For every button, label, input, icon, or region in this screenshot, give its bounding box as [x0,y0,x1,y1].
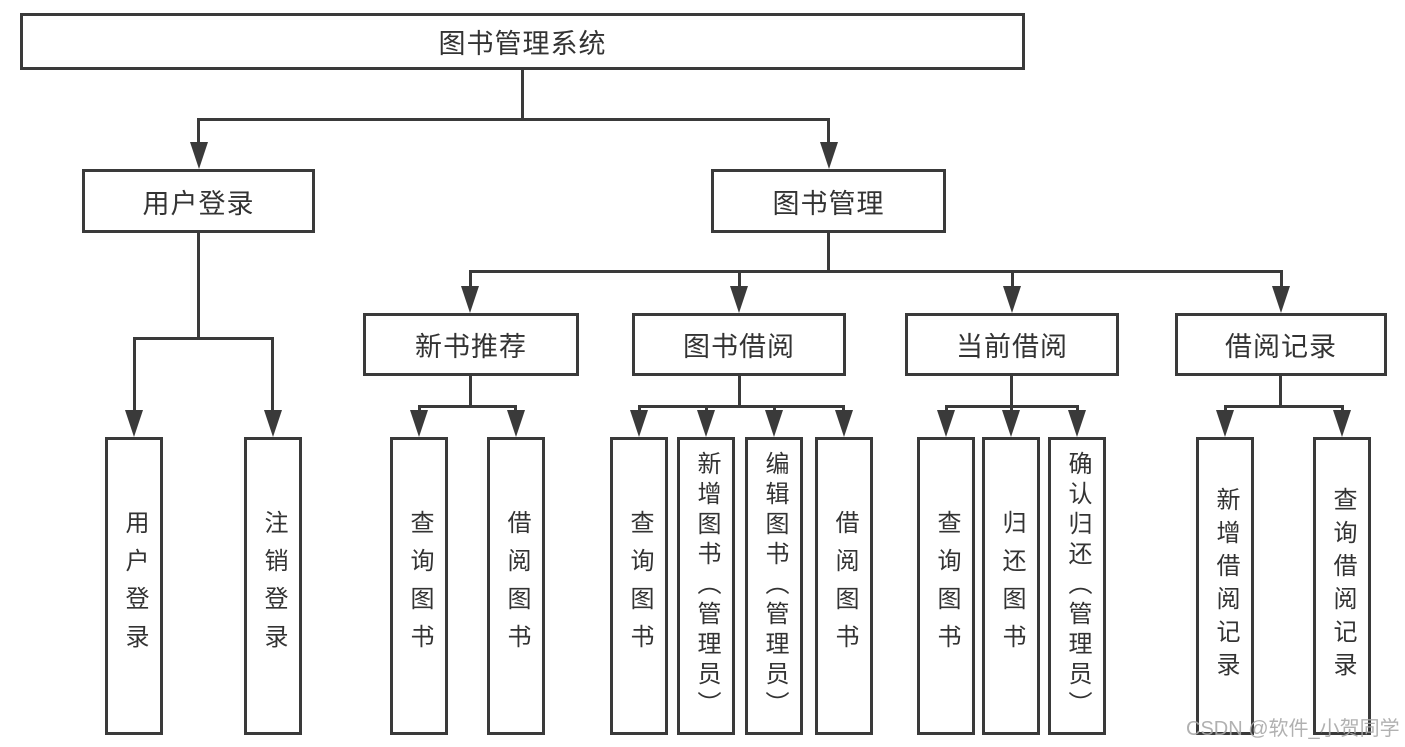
arrowhead-g4-leaf2 [1333,410,1351,437]
leaf-confirm-return-admin-label: 确认归还（管理员） [1064,451,1091,721]
leaf-edit-books-admin-label: 编辑图书（管理员） [761,451,788,721]
connector-drop-current [1011,270,1014,288]
arrowhead-leaf-logout [264,410,282,437]
connector-drop-user-login [197,118,200,146]
connector-g4-stem [1279,376,1282,405]
leaf-query-books-borrowing-label: 查询图书 [626,510,653,662]
connector-drop-records [1280,270,1283,288]
arrowhead-g2-leaf3 [765,410,783,437]
node-new-book-recommendation: 新书推荐 [363,313,579,376]
connector-g2-bar [638,405,845,408]
node-borrow-records: 借阅记录 [1175,313,1387,376]
connector-root-stem [521,69,524,118]
arrowhead-g3-leaf1 [937,410,955,437]
leaf-query-books-borrowing: 查询图书 [610,437,668,735]
arrowhead-records [1272,286,1290,313]
leaf-borrow-books-borrowing-label: 借阅图书 [831,510,858,662]
connector-g2-drop3 [773,405,776,413]
connector-g1-drop2 [514,405,517,413]
arrowhead-current [1003,286,1021,313]
leaf-query-borrow-record: 查询借阅记录 [1313,437,1371,735]
leaf-user-login: 用户登录 [105,437,163,735]
connector-level3-bar [470,270,1282,273]
leaf-logout: 注销登录 [244,437,302,735]
connector-login-stem [197,233,200,337]
node-user-login: 用户登录 [82,169,315,233]
connector-g1-bar [418,405,517,408]
arrowhead-g1-leaf2 [507,410,525,437]
connector-g1-stem [469,376,472,405]
leaf-query-books-recommend-label: 查询图书 [406,510,433,662]
leaf-add-books-admin-label: 新增图书（管理员） [693,451,720,721]
leaf-return-books: 归还图书 [982,437,1040,735]
leaf-borrow-books-recommend: 借阅图书 [487,437,545,735]
connector-drop-borrowing [738,270,741,288]
connector-g4-bar [1225,405,1342,408]
arrowhead-g3-leaf2 [1002,410,1020,437]
connector-g2-stem [738,376,741,405]
arrowhead-leaf-login [125,410,143,437]
connector-g2-drop1 [638,405,641,413]
connector-drop-recommend [469,270,472,288]
arrowhead-recommend [461,286,479,313]
connector-g2-drop2 [705,405,708,413]
arrowhead-g2-leaf2 [697,410,715,437]
connector-g3-drop3 [1076,405,1079,413]
connector-level2-bar [198,118,830,121]
arrowhead-book-management [820,142,838,169]
node-book-management-label: 图书管理 [772,188,885,219]
connector-g3-drop1 [945,405,948,413]
leaf-query-books-current-label: 查询图书 [933,510,960,662]
connector-login-bar [133,337,274,340]
leaf-query-books-recommend: 查询图书 [390,437,448,735]
leaf-logout-label: 注销登录 [260,510,287,662]
leaf-user-login-label: 用户登录 [121,510,148,662]
connector-g1-drop1 [418,405,421,413]
leaf-add-borrow-record-label: 新增借阅记录 [1212,487,1239,685]
leaf-query-books-current: 查询图书 [917,437,975,735]
leaf-add-books-admin: 新增图书（管理员） [677,437,735,735]
arrowhead-g1-leaf1 [410,410,428,437]
leaf-edit-books-admin: 编辑图书（管理员） [745,437,803,735]
connector-drop-leaf-login [133,337,136,411]
connector-g4-drop1 [1224,405,1227,413]
node-root: 图书管理系统 [20,13,1025,70]
arrowhead-g2-leaf4 [835,410,853,437]
leaf-add-borrow-record: 新增借阅记录 [1196,437,1254,735]
leaf-confirm-return-admin: 确认归还（管理员） [1048,437,1106,735]
connector-g2-drop4 [842,405,845,413]
leaf-borrow-books-borrowing: 借阅图书 [815,437,873,735]
node-current-borrowing: 当前借阅 [905,313,1119,376]
connector-drop-book-management [827,118,830,146]
node-new-book-recommendation-label: 新书推荐 [415,332,527,362]
node-book-borrowing-label: 图书借阅 [683,332,795,362]
connector-g4-drop2 [1341,405,1344,413]
csdn-watermark: CSDN @软件_小贺同学 [1186,718,1400,740]
connector-g3-stem [1010,376,1013,405]
node-book-borrowing: 图书借阅 [632,313,846,376]
arrowhead-borrowing [730,286,748,313]
node-user-login-label: 用户登录 [142,188,255,219]
leaf-borrow-books-recommend-label: 借阅图书 [503,510,530,662]
arrowhead-user-login [190,142,208,169]
leaf-query-borrow-record-label: 查询借阅记录 [1329,487,1356,685]
node-book-management: 图书管理 [711,169,946,233]
arrowhead-g2-leaf1 [630,410,648,437]
node-borrow-records-label: 借阅记录 [1225,332,1337,362]
connector-drop-leaf-logout [271,337,274,411]
node-root-label: 图书管理系统 [438,29,607,59]
connector-mgmt-stem [827,233,830,270]
connector-g3-drop2 [1010,405,1013,413]
arrowhead-g4-leaf1 [1216,410,1234,437]
arrowhead-g3-leaf3 [1068,410,1086,437]
node-current-borrowing-label: 当前借阅 [956,332,1068,362]
leaf-return-books-label: 归还图书 [998,510,1025,662]
